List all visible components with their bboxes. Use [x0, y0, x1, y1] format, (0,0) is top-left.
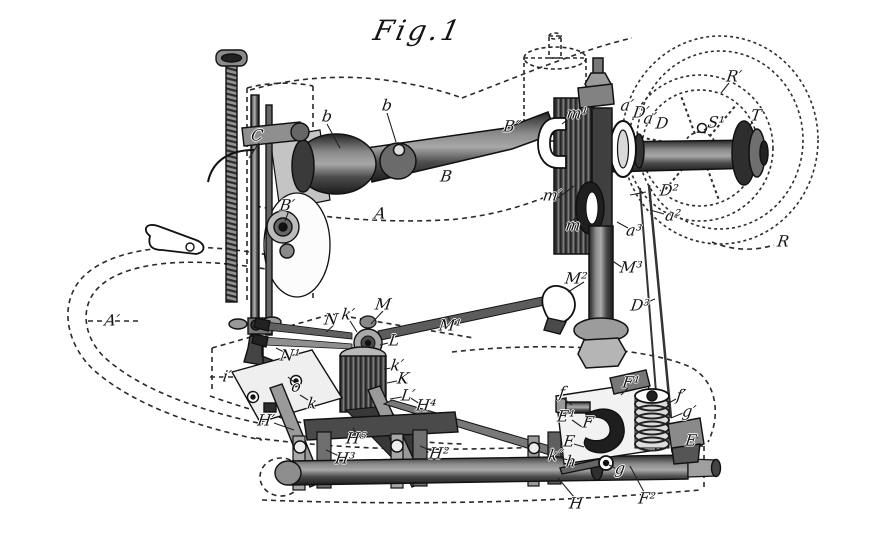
foot-bolt-3: [391, 440, 403, 452]
clamp-stem: [593, 58, 603, 74]
link-D3: [649, 185, 671, 418]
rocker-finger-M2: [542, 286, 575, 323]
screw-f-head: [556, 398, 566, 414]
plate-bolt-2-center: [294, 379, 298, 383]
crank-pin: [394, 145, 405, 156]
thread-guide: [280, 244, 294, 258]
leader-R: [712, 242, 774, 249]
shaft-end-cap: [760, 141, 768, 165]
tension-disc-center: [279, 223, 287, 231]
plate-bolt-1-center: [251, 395, 255, 399]
crank-strap-inner: [618, 130, 629, 168]
wing-nut-left: [229, 319, 247, 329]
shaft-right-cap: [712, 460, 721, 477]
bracket-E-lower: [672, 444, 700, 464]
foot-bolt-1: [294, 441, 306, 453]
bottom-shaft-H: [290, 455, 688, 485]
top-clamp: [578, 84, 614, 108]
figure-title: Fig.1: [370, 14, 465, 47]
arm-casing-top: [250, 77, 462, 98]
face-plate: [264, 193, 330, 297]
hex-nut: [578, 338, 626, 368]
threaded-rod: [226, 62, 237, 302]
main-shaft: [606, 121, 768, 185]
lifter-lever: [146, 225, 204, 254]
arm-boss-cap: [292, 140, 314, 192]
connecting-rod-M1: [378, 295, 554, 340]
spring-core: [647, 391, 657, 401]
pendulum-bar-M3: [589, 226, 613, 326]
shaft-left-cap: [275, 461, 301, 485]
set-screw-S1: [698, 124, 707, 133]
bracket-knob: [291, 123, 309, 141]
link-N-upper: [266, 322, 352, 339]
pivot-knob: [360, 316, 376, 328]
screw-slot: [222, 54, 242, 62]
pivot-g-center: [604, 461, 609, 466]
foot-bolt-5: [529, 443, 540, 454]
pivot-center: [366, 341, 371, 346]
link-N-lower: [264, 337, 352, 349]
cam-slot: [586, 192, 598, 224]
plate-slot: [264, 403, 276, 412]
lever-hole: [186, 243, 194, 251]
